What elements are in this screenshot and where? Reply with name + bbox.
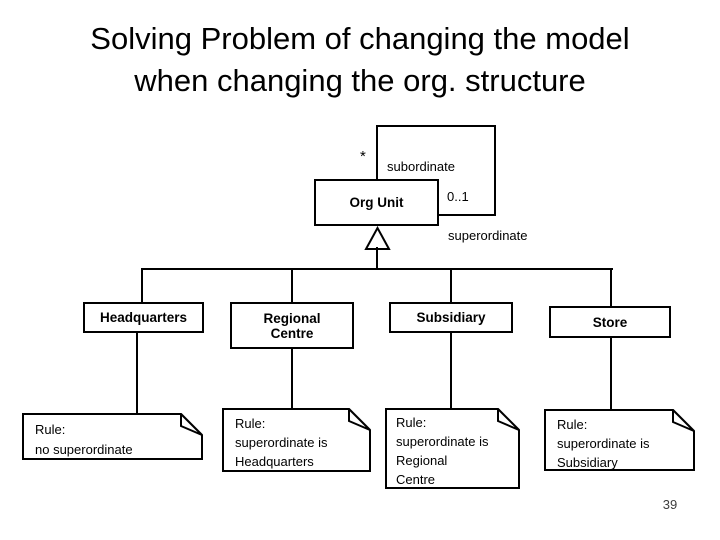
note-connector-store bbox=[610, 336, 612, 410]
superordinate-role-label: superordinate bbox=[448, 228, 528, 243]
note-line: no superordinate bbox=[35, 442, 133, 457]
note-rule-superordinate-is-subsidiary: Rule: superordinate is Subsidiary bbox=[544, 409, 695, 471]
note-line: Subsidiary bbox=[557, 455, 618, 470]
subordinate-multiplicity-label: * bbox=[360, 148, 366, 165]
drop-line-subsidiary bbox=[450, 268, 452, 304]
page-number: 39 bbox=[662, 497, 678, 512]
class-subsidiary-label: Subsidiary bbox=[416, 310, 486, 325]
association-loop-bottom-line bbox=[438, 214, 496, 216]
note-line: superordinate is bbox=[235, 435, 328, 450]
note-rule-superordinate-is-regional-centre: Rule: superordinate is Regional Centre bbox=[385, 408, 520, 489]
note-folded-corner-shape bbox=[385, 408, 520, 489]
note-line: superordinate is bbox=[396, 434, 489, 449]
slide-title-line-1: Solving Problem of changing the model bbox=[90, 21, 630, 56]
note-connector-regional-centre bbox=[291, 347, 293, 409]
note-rule-no-superordinate: Rule: no superordinate bbox=[22, 413, 203, 460]
note-folded-corner-shape bbox=[22, 413, 203, 460]
note-folded-corner-shape bbox=[544, 409, 695, 471]
class-store-label: Store bbox=[592, 314, 628, 330]
note-connector-subsidiary bbox=[450, 331, 452, 409]
drop-line-regional-centre bbox=[291, 268, 293, 304]
note-line: Rule: bbox=[235, 416, 266, 431]
class-org-unit-label: Org Unit bbox=[349, 195, 404, 210]
note-line: Headquarters bbox=[235, 454, 314, 469]
class-regional-centre-label-line-2: Centre bbox=[270, 325, 314, 341]
slide-title-line-2: when changing the org. structure bbox=[134, 63, 586, 98]
note-line: Rule: bbox=[396, 415, 427, 430]
note-line: Rule: bbox=[35, 422, 66, 437]
hierarchy-horizontal-line bbox=[141, 268, 613, 270]
class-regional-centre: Regional Centre bbox=[230, 302, 354, 349]
note-line: superordinate is bbox=[557, 436, 650, 451]
slide-title: Solving Problem of changing the model wh… bbox=[0, 18, 720, 102]
note-line: Rule: bbox=[557, 417, 588, 432]
association-loop-left-line bbox=[376, 125, 378, 181]
class-headquarters: Headquarters bbox=[83, 302, 204, 333]
note-rule-superordinate-is-headquarters: Rule: superordinate is Headquarters bbox=[222, 408, 371, 472]
association-loop-top-line bbox=[376, 125, 496, 127]
association-loop-right-line bbox=[494, 125, 496, 216]
note-line: Centre bbox=[396, 472, 436, 487]
superordinate-multiplicity-label: 0..1 bbox=[447, 189, 469, 204]
note-folded-corner-shape bbox=[222, 408, 371, 472]
subordinate-role-label: subordinate bbox=[387, 159, 455, 174]
class-subsidiary: Subsidiary bbox=[389, 302, 513, 333]
note-line: Regional bbox=[396, 453, 448, 468]
class-store: Store bbox=[549, 306, 671, 338]
generalization-stem-line bbox=[376, 247, 378, 270]
class-org-unit: Org Unit bbox=[314, 179, 439, 226]
class-headquarters-label: Headquarters bbox=[99, 310, 188, 325]
drop-line-store bbox=[610, 268, 612, 308]
class-regional-centre-label-line-1: Regional bbox=[263, 310, 321, 326]
drop-line-headquarters bbox=[141, 268, 143, 304]
note-connector-headquarters bbox=[136, 331, 138, 414]
